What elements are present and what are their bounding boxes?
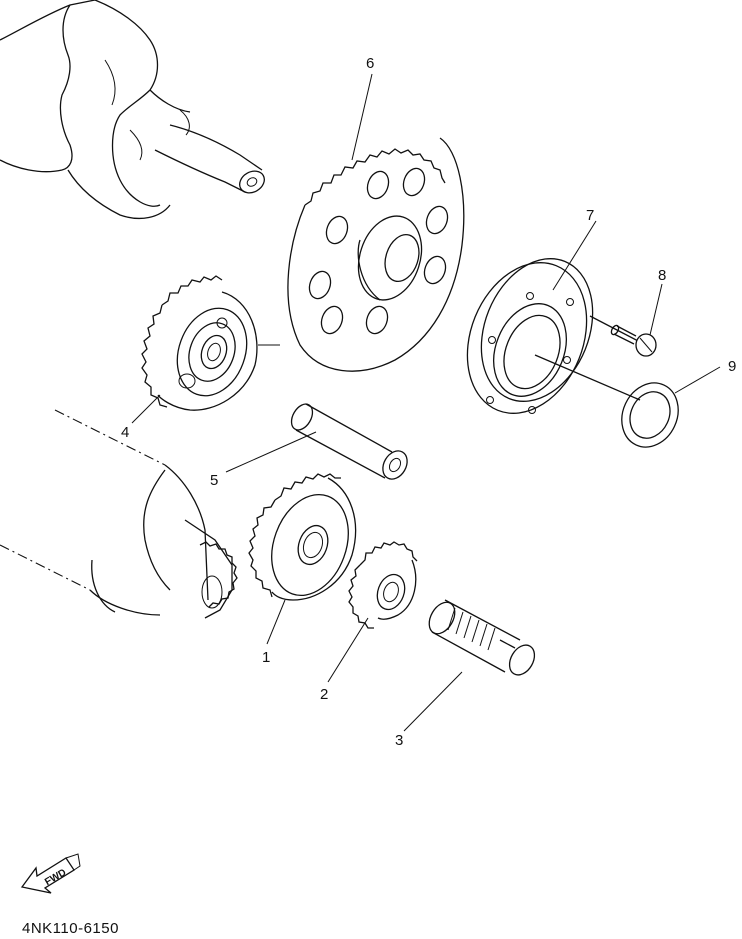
idler-shaft [290,403,408,480]
washer [534,354,679,448]
callout-numbers: 1 2 3 4 5 6 7 8 9 [121,55,736,749]
diagram-code: 4NK110-6150 [22,920,119,937]
callout-8: 8 [658,267,666,284]
bolt [589,315,657,357]
one-way-clutch [466,258,594,414]
callout-7: 7 [586,207,594,224]
callout-1: 1 [262,649,270,666]
primary-shaft-housing [0,409,238,619]
callout-4: 4 [121,424,129,441]
starter-wheel-gear [287,137,465,372]
splined-shaft [428,599,536,676]
idler-gear [141,275,280,411]
callout-5: 5 [210,472,218,489]
leader-lines [131,73,721,732]
callout-2: 2 [320,686,328,703]
primary-drive-gear [248,473,357,601]
callout-3: 3 [395,732,403,749]
crankshaft [0,0,265,219]
callout-9: 9 [728,358,736,375]
callout-6: 6 [366,55,374,72]
small-gear [348,541,418,629]
forward-arrow-icon: FWD [20,853,81,894]
